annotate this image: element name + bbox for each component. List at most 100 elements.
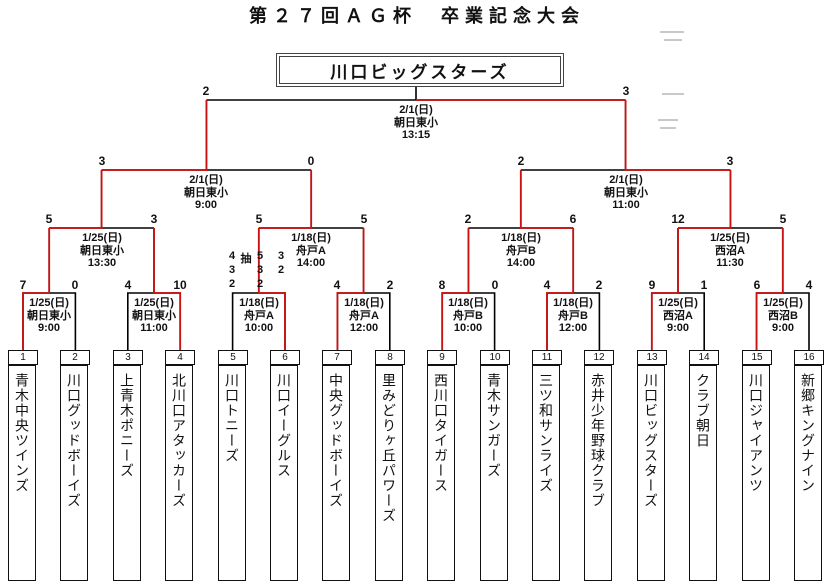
match-date: 2/1(日) [399,104,433,116]
team-name-box-3: 上青木ポニーズ [113,365,141,581]
seed-box-6: 6 [270,350,300,365]
match-time: 13:30 [87,257,117,269]
match-time: 9:00 [194,199,218,211]
tiebreak-score: 2 [228,278,236,290]
team-name-box-8: 里みどりヶ丘パワーズ [375,365,403,581]
match-time: 11:00 [140,322,168,334]
score-r1m6-right: 2 [595,278,603,292]
scan-artifact-marks [658,31,684,129]
score-qf4-right: 5 [779,212,787,226]
match-info-qf4: 1/25(日) 西沼A 11:30 [685,232,775,270]
champion-box: 川口ビッグスターズ [276,53,564,87]
match-venue: 舟戸A [244,309,274,322]
match-date: 1/25(日) [29,297,69,309]
seed-box-2: 2 [60,350,90,365]
score-r1m2-left: 4 [124,278,132,292]
match-info-semi-right: 2/1(日) 朝日東小 11:00 [581,174,671,212]
lottery-mark: 抽 [240,253,252,265]
seed-box-8: 8 [375,350,405,365]
team-name-box-14: クラブ朝日 [689,365,717,581]
match-date: 1/18(日) [239,297,279,309]
match-date: 1/25(日) [710,232,750,244]
match-date: 1/18(日) [553,297,593,309]
score-r1m1-right: 0 [71,278,79,292]
match-date: 1/25(日) [763,297,803,309]
match-venue: 舟戸B [453,309,483,322]
match-info-qf3: 1/18(日) 舟戸B 14:00 [476,232,566,270]
seed-box-1: 1 [8,350,38,365]
match-time: 9:00 [771,322,795,334]
match-time: 11:30 [716,257,744,269]
team-name-box-4: 北川口アタッカーズ [165,365,193,581]
score-r1m5-left: 8 [438,278,446,292]
team-name-box-11: 三ツ和サンライズ [532,365,560,581]
score-r1m5-right: 0 [491,278,499,292]
seed-box-11: 11 [532,350,562,365]
match-venue: 朝日東小 [80,244,124,257]
seed-box-15: 15 [742,350,772,365]
score-r1m1-left: 7 [19,278,27,292]
seed-box-5: 5 [218,350,248,365]
team-name-box-15: 川口ジャイアンツ [742,365,770,581]
match-info-r1-m6: 1/18(日) 舟戸B 12:00 [528,297,618,335]
tiebreak-score: 3 [256,264,264,276]
score-qf4-left: 12 [671,212,685,226]
match-info-r1-m7: 1/25(日) 西沼A 9:00 [633,297,723,335]
match-date: 1/25(日) [658,297,698,309]
tiebreak-score: 5 [256,250,264,262]
seed-box-3: 3 [113,350,143,365]
match-time: 9:00 [666,322,690,334]
score-semi1-left: 3 [98,154,106,168]
match-info-r1-m2: 1/25(日) 朝日東小 11:00 [109,297,199,335]
winner-path-lines [22,99,784,350]
tiebreak-score: 2 [277,264,285,276]
match-date: 2/1(日) [609,174,643,186]
score-qf3-left: 2 [464,212,472,226]
tiebreak-score: 3 [228,264,236,276]
match-date: 1/18(日) [291,232,331,244]
seed-box-14: 14 [689,350,719,365]
score-final-left: 2 [202,84,210,98]
match-date: 1/18(日) [501,232,541,244]
match-info-r1-m1: 1/25(日) 朝日東小 9:00 [4,297,94,335]
team-name-box-10: 青木サンガーズ [480,365,508,581]
match-venue: 舟戸A [349,309,379,322]
score-r1m2-right: 10 [173,278,187,292]
score-r1m7-left: 9 [648,278,656,292]
match-time: 14:00 [296,257,326,269]
team-name-box-16: 新郷キングナイン [794,365,822,581]
score-qf1-right: 3 [150,212,158,226]
match-info-final: 2/1(日) 朝日東小 13:15 [371,104,461,142]
score-r1m4-left: 4 [333,278,341,292]
match-info-qf2: 1/18(日) 舟戸A 14:00 [266,232,356,270]
match-info-semi-left: 2/1(日) 朝日東小 9:00 [161,174,251,212]
champion-name: 川口ビッグスターズ [330,62,510,82]
tiebreak-score: 4 [228,250,236,262]
seed-box-10: 10 [480,350,510,365]
match-date: 1/18(日) [344,297,384,309]
team-name-box-13: 川口ビッグスターズ [637,365,665,581]
match-venue: 西沼A [663,309,693,322]
score-semi2-right: 3 [726,154,734,168]
seed-box-7: 7 [322,350,352,365]
match-info-r1-m4: 1/18(日) 舟戸A 12:00 [319,297,409,335]
match-date: 1/25(日) [82,232,122,244]
seed-box-13: 13 [637,350,667,365]
match-venue: 西沼A [715,244,745,257]
match-date: 1/25(日) [134,297,174,309]
seed-box-16: 16 [794,350,824,365]
match-info-r1-m3: 1/18(日) 舟戸A 10:00 [214,297,304,335]
seed-box-9: 9 [427,350,457,365]
match-venue: 朝日東小 [184,186,228,199]
match-time: 11:00 [612,199,640,211]
match-info-qf1: 1/25(日) 朝日東小 13:30 [57,232,147,270]
match-info-r1-m8: 1/25(日) 西沼B 9:00 [738,297,828,335]
match-info-r1-m5: 1/18(日) 舟戸B 10:00 [423,297,513,335]
score-qf2-right: 5 [360,212,368,226]
match-time: 13:15 [401,129,431,141]
team-name-box-1: 青木中央ツインズ [8,365,36,581]
seed-box-12: 12 [584,350,614,365]
score-qf3-right: 6 [569,212,577,226]
team-name-box-5: 川口トニーズ [218,365,246,581]
score-semi1-right: 0 [307,154,315,168]
